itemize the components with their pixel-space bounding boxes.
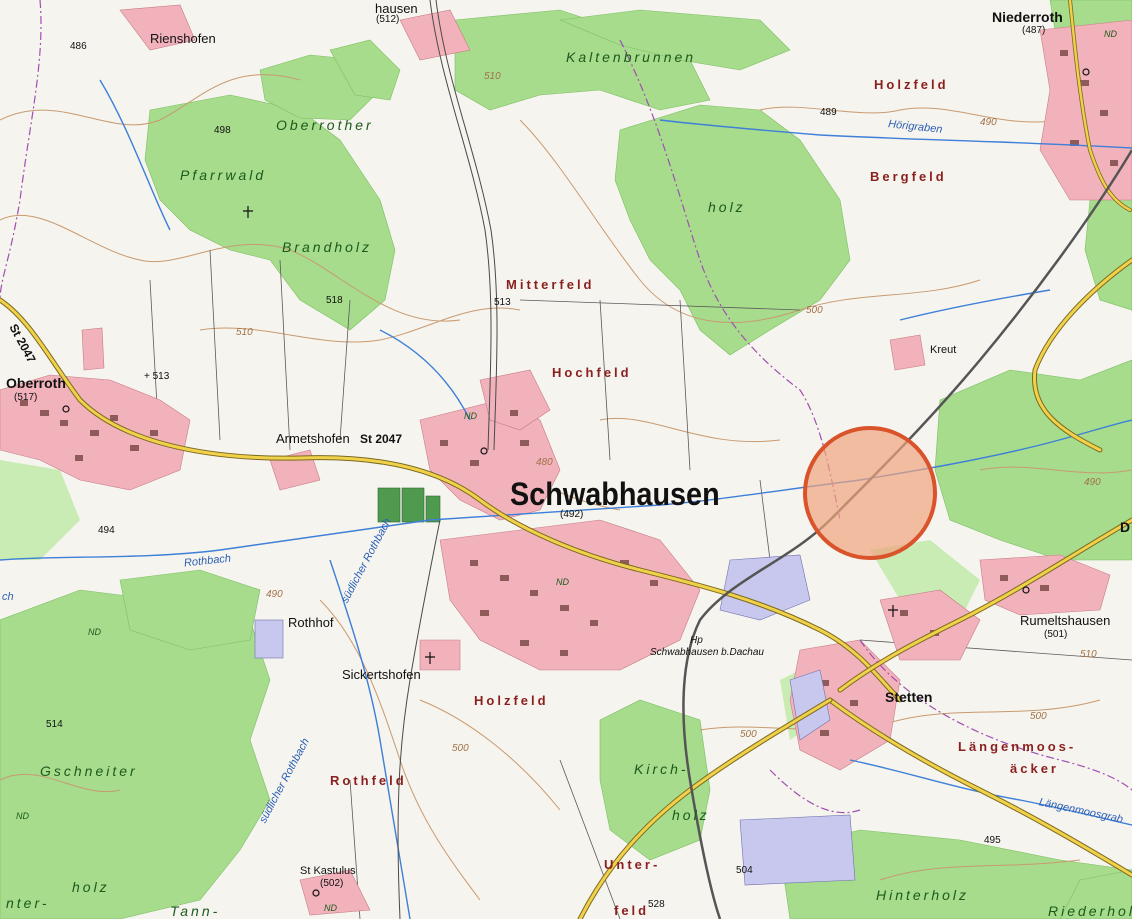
nd-label: ND (16, 811, 29, 821)
elevation-label-528: 528 (648, 899, 665, 910)
forest-label-brandholz: Brandholz (282, 239, 373, 255)
nd-label: ND (464, 411, 477, 421)
field-label-bergfeld: Bergfeld (870, 169, 947, 184)
field-label-unter: Unter- (604, 857, 661, 872)
station-label-name: Schwabhausen b.Dachau (650, 647, 764, 658)
water-label-ch: ch (2, 591, 14, 603)
forest-label-holz-sw: holz (72, 879, 110, 895)
elevation-label-niederroth: (487) (1022, 25, 1046, 36)
contour-label-510a: 510 (484, 71, 501, 82)
field-label-holzfeld-s: Holzfeld (474, 693, 549, 708)
elevation-label-513a: 513 (494, 297, 511, 308)
industrial-areas (254, 554, 856, 886)
elevation-label-hausen: (512) (376, 14, 400, 25)
station-label-hp: Hp (690, 635, 703, 646)
forest-label-riederholz: Riederhol (1048, 903, 1132, 919)
forest-label-hinterholz: Hinterholz (876, 887, 970, 903)
elevation-label-504: 504 (736, 865, 753, 876)
contour-label-490c: 490 (266, 589, 283, 600)
contour-label-510c: 510 (1080, 649, 1097, 660)
elevation-label-514: 514 (46, 719, 63, 730)
building-blocks (20, 50, 1118, 736)
elevation-label-schwabhausen: (492) (560, 509, 584, 520)
elevation-label-st-kastulus: (502) (320, 878, 344, 889)
contour-lines (0, 74, 1132, 901)
contour-label-490b: 490 (1084, 477, 1101, 488)
settlement-areas (0, 4, 1132, 916)
road-label-st2047-center: St 2047 (360, 432, 403, 446)
nd-label: ND (556, 577, 569, 587)
elevation-label-518: 518 (326, 295, 343, 306)
field-label-hochfeld: Hochfeld (552, 365, 632, 380)
elevation-label-494: 494 (98, 525, 115, 536)
contour-label-500c: 500 (1030, 711, 1047, 722)
forest-label-pfarrwald: Pfarrwald (180, 167, 267, 183)
village-label-stetten: Stetten (885, 689, 933, 705)
forest-label-oberrother: Oberrother (276, 117, 374, 133)
sports-fields (377, 487, 441, 523)
contour-label-500d: 500 (452, 743, 469, 754)
field-label-holzfeld-ne: Holzfeld (874, 77, 949, 92)
forest-label-kaltenbrunnen: Kaltenbrunnen (566, 49, 697, 65)
village-label-rumeltshausen: Rumeltshausen (1020, 613, 1111, 628)
elevation-label-oberroth: (517) (14, 392, 38, 403)
field-label-mitterfeld: Mitterfeld (506, 277, 595, 292)
field-label-laengenmoos-2: äcker (1010, 761, 1059, 776)
elevation-label-489: 489 (820, 107, 837, 118)
village-label-rothhof: Rothhof (288, 615, 334, 630)
railway-line (682, 149, 1132, 919)
nd-label: ND (88, 627, 101, 637)
field-label-feld: feld (614, 903, 650, 918)
village-label-sickertshofen: Sickertshofen (342, 667, 421, 682)
contour-label-480: 480 (536, 457, 553, 468)
elevation-label-498: 498 (214, 125, 231, 136)
village-label-oberroth: Oberroth (6, 375, 66, 391)
forest-label-gschneiter: Gschneiter (40, 763, 138, 779)
forest-label-inter: nter- (6, 895, 50, 911)
elevation-label-486: 486 (70, 41, 87, 52)
village-label-armetshofen: Armetshofen (276, 431, 350, 446)
minor-roads (397, 0, 498, 919)
town-label-schwabhausen: Schwabhausen (510, 476, 720, 512)
location-marker-circle (803, 426, 937, 560)
admin-boundary (0, 0, 1132, 814)
field-label-laengenmoos-1: Längenmoos- (958, 739, 1077, 754)
village-label-st-kastulus: St Kastulus (300, 865, 356, 877)
cross-symbols (243, 206, 898, 664)
village-label-hausen: hausen (375, 1, 418, 16)
church-symbols (62, 68, 1090, 897)
forest-label-kirch: Kirch- (634, 761, 689, 777)
contour-label-500b: 500 (740, 729, 757, 740)
field-label-rothfeld: Rothfeld (330, 773, 407, 788)
forest-label-tann: Tann- (170, 903, 221, 919)
elevation-label-495: 495 (984, 835, 1001, 846)
contour-label-490a: 490 (980, 117, 997, 128)
nd-label: ND (324, 903, 337, 913)
forest-label-holz-n: holz (708, 199, 746, 215)
village-label-niederroth: Niederroth (992, 9, 1063, 25)
village-label-d-edge: D (1120, 519, 1131, 535)
streams (0, 79, 1132, 919)
elevation-label-rumeltshausen: (501) (1044, 629, 1068, 640)
contour-label-500a: 500 (806, 305, 823, 316)
elevation-label-513b: + 513 (144, 371, 170, 382)
nd-label: ND (1104, 29, 1117, 39)
village-label-rienshofen: Rienshofen (150, 31, 216, 46)
village-label-kreut: Kreut (930, 344, 957, 356)
contour-label-510b: 510 (236, 327, 253, 338)
forest-label-holz-kirch: holz (672, 807, 710, 823)
